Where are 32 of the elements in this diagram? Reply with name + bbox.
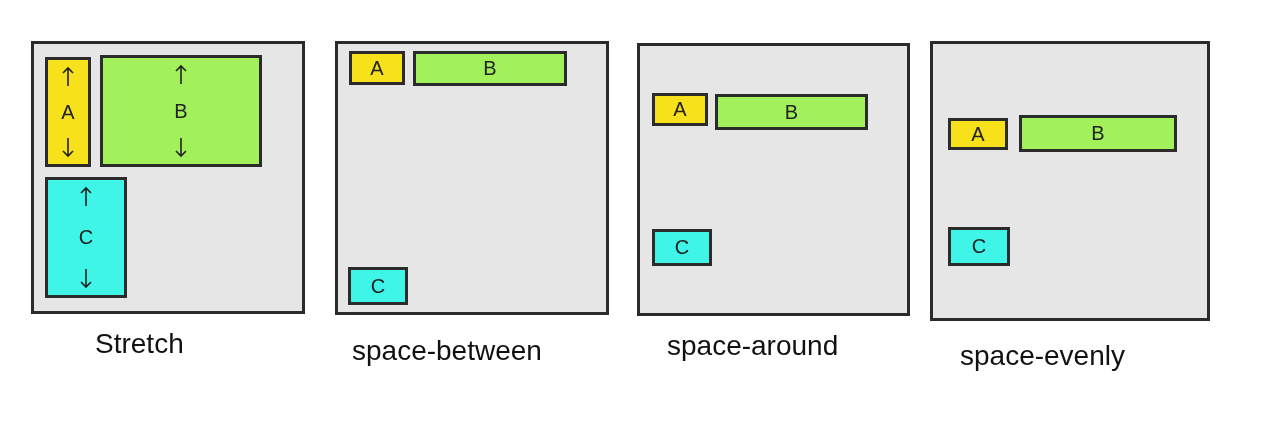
container-panel — [31, 41, 305, 314]
item-label: B — [1091, 122, 1105, 145]
item-label: B — [174, 99, 188, 123]
flex-item-box — [348, 267, 408, 305]
flex-item-box — [652, 229, 712, 266]
item-label: A — [673, 98, 687, 121]
panel-caption: Stretch — [95, 328, 184, 360]
flex-item-box — [948, 227, 1010, 266]
flex-item-box — [100, 55, 262, 167]
flex-item-box — [1019, 115, 1177, 152]
flex-item-box — [715, 94, 868, 130]
item-label: C — [78, 226, 94, 249]
item-label: A — [61, 100, 75, 124]
item-label: C — [370, 274, 386, 298]
flex-item-box — [349, 51, 405, 85]
panel-caption: space-between — [352, 335, 542, 367]
item-label: C — [971, 235, 987, 258]
container-panel — [637, 43, 910, 316]
container-panel — [930, 41, 1210, 321]
item-label: B — [784, 100, 799, 124]
item-label: A — [971, 122, 985, 146]
item-label: A — [370, 56, 384, 80]
item-label: C — [674, 236, 690, 259]
item-label: B — [483, 57, 497, 80]
flex-item-box — [948, 118, 1008, 150]
flex-item-box — [652, 93, 708, 126]
panel-caption: space-around — [667, 330, 839, 362]
panel-caption: space-evenly — [960, 340, 1125, 372]
flex-item-box — [45, 177, 127, 298]
container-panel — [335, 41, 609, 315]
flex-item-box — [413, 51, 567, 86]
flex-item-box — [45, 57, 91, 167]
